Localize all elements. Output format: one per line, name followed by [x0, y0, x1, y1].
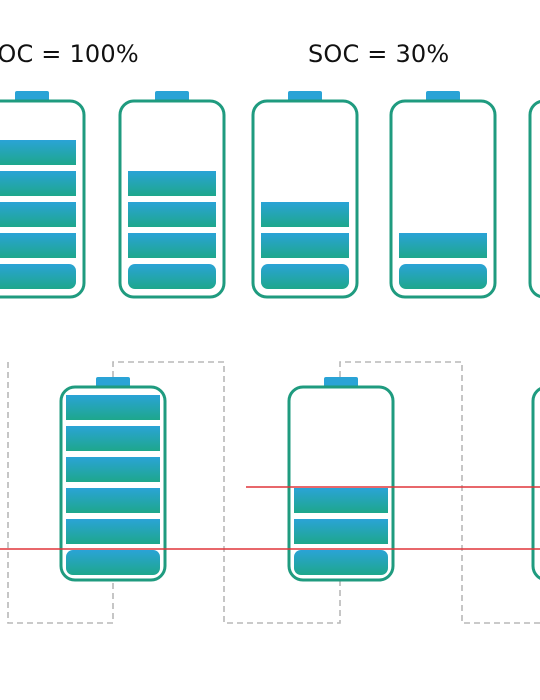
- battery-terminal-icon: [96, 377, 130, 388]
- dashed-connector-right: [339, 361, 540, 624]
- battery-cell: [261, 264, 349, 289]
- battery-terminal-icon: [15, 91, 49, 102]
- battery-cell: [66, 550, 160, 575]
- battery-bottom-2: [287, 377, 395, 582]
- battery-cell: [128, 171, 216, 196]
- battery-terminal-icon: [288, 91, 322, 102]
- battery-terminal-icon: [324, 377, 358, 388]
- battery-terminal-icon: [155, 91, 189, 102]
- battery-cell: [128, 202, 216, 227]
- battery-top-1: [0, 91, 86, 299]
- dashed-connector-middle: [112, 361, 341, 624]
- dashed-connectors: [7, 361, 540, 624]
- battery-cell: [261, 233, 349, 258]
- battery-bottom-3: [531, 387, 540, 580]
- battery-cell: [0, 202, 76, 227]
- battery-cell: [294, 519, 388, 544]
- battery-cell: [66, 395, 160, 420]
- battery-cell: [294, 488, 388, 513]
- battery-top-4: [389, 91, 497, 299]
- battery-cell: [128, 264, 216, 289]
- battery-cell: [0, 264, 76, 289]
- battery-cell: [0, 233, 76, 258]
- dashed-connector-left: [7, 362, 114, 624]
- battery-cell: [66, 488, 160, 513]
- battery-cell: [0, 171, 76, 196]
- red-level-lines: [0, 486, 540, 550]
- battery-top-2: [118, 91, 226, 299]
- battery-bottom-1: [59, 377, 167, 582]
- battery-outline: [528, 100, 540, 298]
- battery-cell: [399, 233, 487, 258]
- battery-cell: [66, 426, 160, 451]
- battery-cell: [66, 519, 160, 544]
- soc-100-label: SOC = 100%: [0, 40, 139, 68]
- battery-outline: [531, 387, 540, 580]
- battery-cell: [399, 264, 487, 289]
- battery-cell: [66, 457, 160, 482]
- battery-cell: [128, 233, 216, 258]
- battery-cell: [0, 140, 76, 165]
- battery-terminal-icon: [426, 91, 460, 102]
- battery-top-5: [528, 100, 540, 298]
- battery-top-3: [251, 91, 359, 299]
- battery-cell: [261, 202, 349, 227]
- soc-30-label: SOC = 30%: [308, 40, 450, 68]
- battery-cell: [294, 550, 388, 575]
- batteries: [0, 91, 540, 582]
